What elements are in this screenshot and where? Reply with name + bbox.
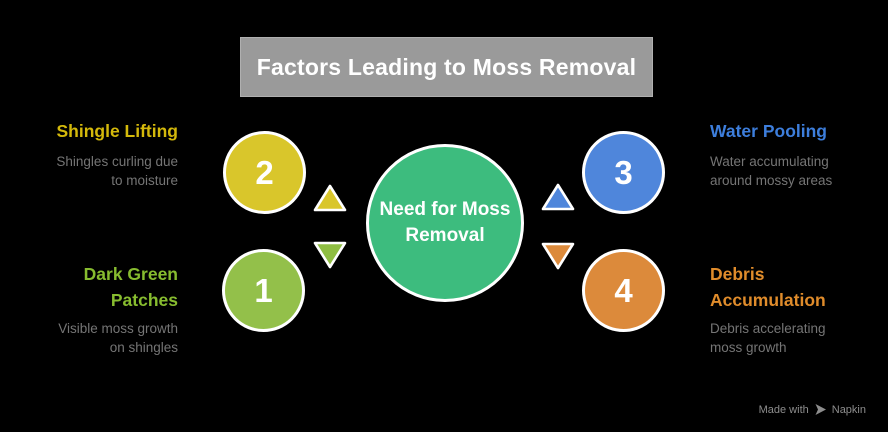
factor-3-circle: 3 [582,131,665,214]
factor-3-description: Water accumulating around mossy areas [710,154,833,188]
made-with-napkin-link[interactable]: Made with Napkin [759,403,866,416]
factor-1-heading: Dark Green Patches [83,264,178,310]
page-title: Factors Leading to Moss Removal [256,53,637,80]
arrow-down-right-icon [541,242,575,270]
center-label: Need for Moss Removal [379,199,511,246]
factor-1-circle: 1 [222,249,305,332]
title-bar: Factors Leading to Moss Removal [240,37,653,97]
arrow-up-left-icon [313,184,347,212]
factor-2-circle: 2 [223,131,306,214]
center-circle: Need for Moss Removal [366,144,524,302]
arrow-up-right-icon [541,183,575,211]
factor-4-description: Debris accelerating moss growth [710,321,826,355]
factor-2-number: 2 [255,153,274,191]
factor-4-circle: 4 [582,249,665,332]
napkin-brand-text: Napkin [831,403,866,416]
factor-4-heading: Debris Accumulation [710,264,826,310]
factor-4-number: 4 [614,271,633,309]
factor-2-description: Shingles curling due to moisture [56,154,178,188]
factor-1-description: Visible moss growth on shingles [58,321,178,355]
napkin-logo-icon [815,404,826,415]
factor-3-number: 3 [614,153,633,191]
factor-3-heading: Water Pooling [710,121,827,141]
factor-1-number: 1 [254,271,273,309]
arrow-down-left-icon [313,241,347,269]
factor-2-heading: Shingle Lifting [56,121,178,141]
made-with-text: Made with [758,403,809,416]
